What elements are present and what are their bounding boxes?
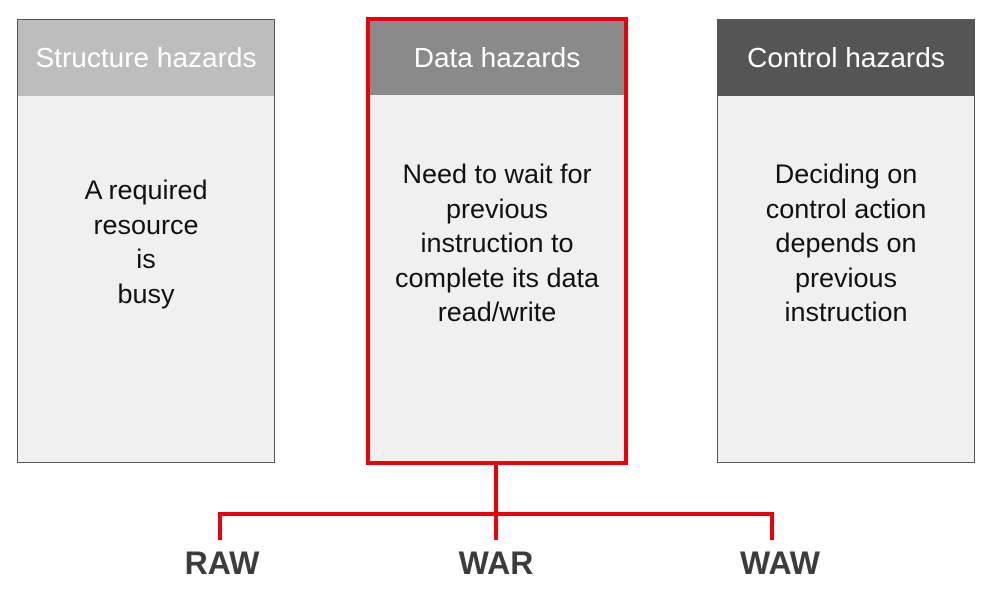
waw-hazard-label: WAW <box>740 545 820 581</box>
raw-hazard-label: RAW <box>184 545 260 581</box>
structure-hazards-card: Structure hazards A required resource is… <box>17 19 275 463</box>
data-hazards-description: Need to wait for previous instruction to… <box>394 159 600 327</box>
control-hazards-description: Deciding on control action depends on pr… <box>765 159 927 327</box>
structure-hazards-title: Structure hazards <box>18 20 274 96</box>
data-hazards-card: Data hazards Need to wait for previous i… <box>366 17 628 465</box>
structure-hazards-description: A required resource is busy <box>84 175 208 309</box>
control-hazards-card: Control hazards Deciding on control acti… <box>717 19 975 463</box>
control-hazards-title: Control hazards <box>718 20 974 96</box>
war-hazard-label: WAR <box>458 545 534 581</box>
data-hazards-title: Data hazards <box>370 21 624 95</box>
